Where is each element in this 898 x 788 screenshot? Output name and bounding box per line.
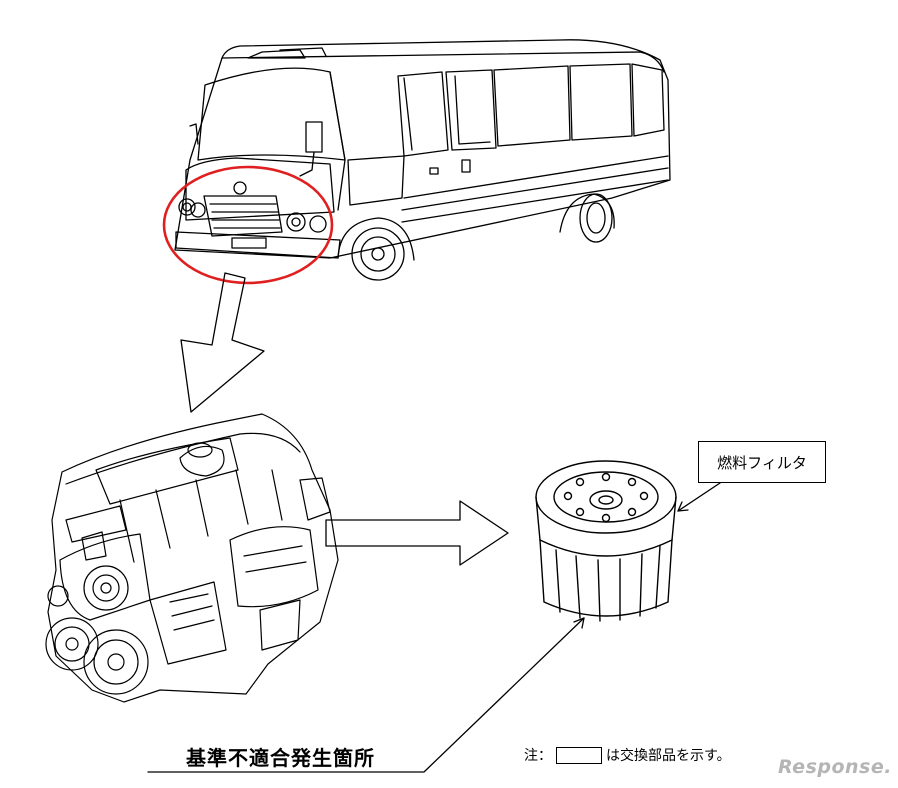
legend-note-prefix: 注： — [524, 748, 552, 764]
engine-illustration — [45, 413, 339, 703]
legend-note: 注： は交換部品を示す。 — [524, 745, 731, 765]
caption-leader-line — [147, 617, 585, 773]
arrow-right — [325, 500, 509, 566]
fuel-filter-label: 燃料フィルタ — [698, 441, 826, 483]
fuel-filter-label-text: 燃料フィルタ — [717, 453, 807, 472]
arrow-down — [180, 272, 265, 413]
response-watermark-logo: Response. — [778, 756, 892, 778]
bus-illustration — [174, 39, 671, 281]
highlight-circle — [162, 165, 334, 285]
legend-note-suffix: は交換部品を示す。 — [606, 748, 731, 764]
legend-box-swatch — [556, 746, 602, 764]
label-leader-line — [677, 482, 721, 512]
fuel-filter-illustration — [535, 460, 677, 622]
defect-location-caption: 基準不適合発生箇所 — [186, 746, 375, 770]
